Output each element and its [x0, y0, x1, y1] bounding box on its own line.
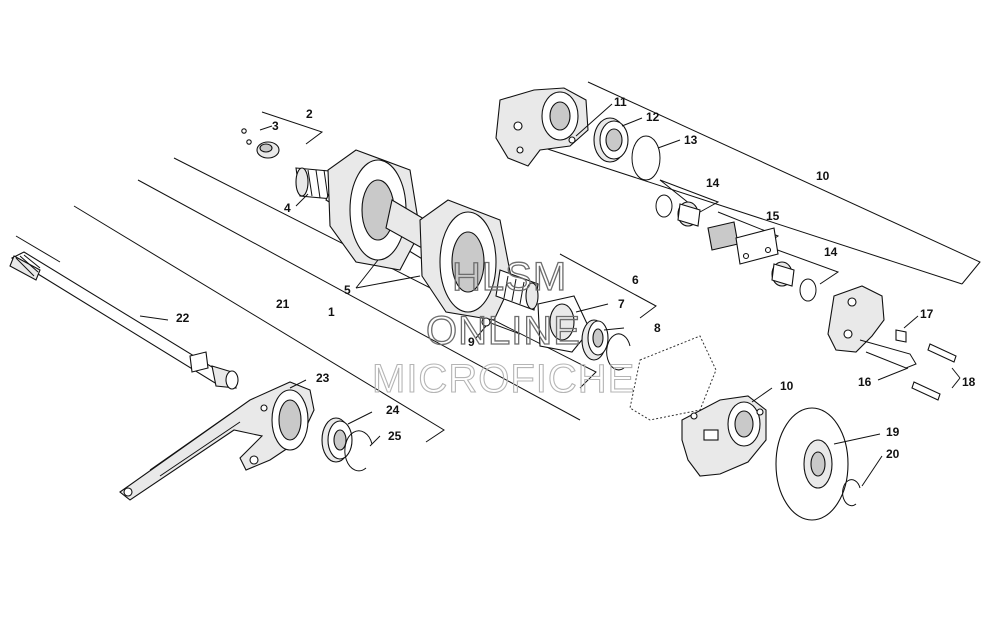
retaining-ring-25: [344, 430, 373, 472]
watermark-line-1: HLSM: [452, 255, 567, 299]
bleeder-17: [895, 329, 907, 343]
callout-2: 2: [306, 107, 313, 121]
watermark: HLSM ONLINE MICROFICHE: [371, 254, 635, 401]
callout-10-upper: 10: [816, 169, 830, 183]
bearing-housing-lower: [681, 395, 767, 477]
callout-9: 9: [468, 335, 475, 349]
callout-11: 11: [614, 95, 627, 109]
brake-pads-15: [707, 221, 779, 265]
callout-24: 24: [386, 403, 400, 417]
o-ring-13: [631, 135, 661, 181]
bearing-housing-upper: [495, 87, 589, 167]
callout-19: 19: [886, 425, 900, 439]
bolts-18: [911, 343, 957, 401]
callout-3: 3: [272, 119, 279, 133]
plug-and-screw: [241, 128, 280, 159]
callout-5: 5: [344, 283, 351, 297]
callout-14-upper: 14: [706, 176, 720, 190]
callout-8: 8: [654, 321, 661, 335]
spacer-14-upper: [655, 194, 701, 227]
spacer-14-lower: [771, 261, 817, 302]
callout-16: 16: [858, 375, 872, 389]
bolt-9: [481, 317, 521, 335]
watermark-line-3: MICROFICHE: [372, 357, 635, 401]
retaining-ring-20: [842, 479, 861, 507]
callout-20: 20: [886, 447, 900, 461]
callout-23: 23: [316, 371, 330, 385]
drive-axle-shaft: [9, 251, 239, 390]
callout-7: 7: [618, 297, 625, 311]
bearing-12: [593, 117, 629, 163]
callout-12: 12: [646, 110, 660, 124]
drive-shaft-sprocket-assembly: [295, 149, 539, 321]
brake-disc: [775, 407, 849, 521]
callout-22: 22: [176, 311, 190, 325]
callout-21: 21: [276, 297, 290, 311]
seal-plate: [537, 295, 591, 353]
watermark-line-2: ONLINE: [426, 309, 581, 353]
callout-17: 17: [920, 307, 934, 321]
callout-1: 1: [328, 305, 335, 319]
screw-11: [568, 136, 576, 144]
callout-labels: 2 3 4 5 1 6 7 8 9 10 10 11 12 13 14 14 1…: [176, 95, 976, 461]
bearing-24: [321, 417, 353, 463]
drive-arm: [119, 381, 315, 501]
clip-16: [859, 339, 917, 369]
leader-lines: [139, 103, 919, 487]
callout-14-lower: 14: [824, 245, 838, 259]
callout-6: 6: [632, 273, 639, 287]
callout-4: 4: [284, 201, 291, 215]
chaincase-outline: [629, 335, 717, 421]
callout-18: 18: [962, 375, 976, 389]
group-bracket-lines: [15, 81, 981, 443]
retaining-ring-8: [606, 333, 631, 371]
callout-15: 15: [766, 209, 780, 223]
bearing-7: [581, 319, 609, 361]
caliper-half: [827, 285, 885, 353]
callout-13: 13: [684, 133, 698, 147]
callout-25: 25: [388, 429, 402, 443]
callout-10-lower: 10: [780, 379, 794, 393]
